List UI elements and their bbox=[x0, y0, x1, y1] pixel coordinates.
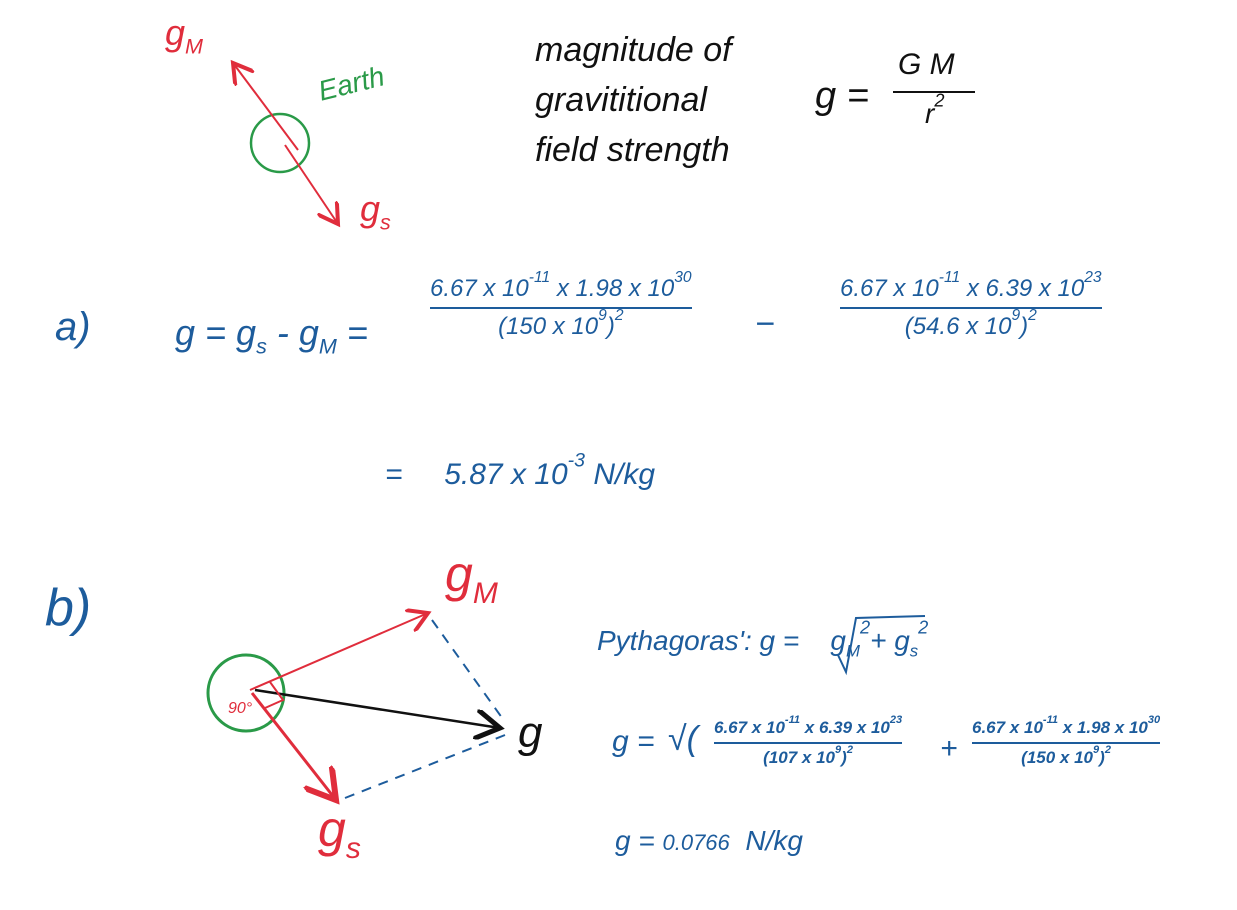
gm-arrow-top bbox=[233, 63, 299, 151]
part-a-result: = 5.87 x 10-3 N/kg bbox=[385, 449, 656, 491]
part-a-lhs: g = gs - gM = bbox=[175, 312, 368, 359]
gs-label-b: gs bbox=[318, 801, 361, 865]
part-b-fraction-1: 6.67 x 10-11 x 6.39 x 1023 (107 x 109)2 bbox=[714, 714, 903, 767]
heading: magnitude of gravititional field strengt… bbox=[535, 25, 732, 175]
part-a-fraction-2: 6.67 x 10-11 x 6.39 x 1023 (54.6 x 109)2 bbox=[840, 268, 1102, 340]
dashed-line-lower bbox=[344, 734, 506, 799]
gs-arrow-b bbox=[250, 692, 336, 800]
angle-label: 90° bbox=[228, 700, 253, 717]
gm-label-top: gM bbox=[165, 12, 204, 59]
sqrt-sign-1 bbox=[837, 615, 926, 676]
pythagoras-line: Pythagoras': g = gM2+ gs2 bbox=[597, 617, 929, 661]
formula-numerator: G M bbox=[898, 48, 955, 81]
part-a-label: a) bbox=[55, 305, 91, 349]
formula-lhs: g = bbox=[815, 75, 869, 117]
calc-plus: + bbox=[940, 732, 958, 765]
gm-label-b: gM bbox=[445, 546, 498, 610]
part-b-fraction-2: 6.67 x 10-11 x 1.98 x 1030 (150 x 109)2 bbox=[972, 714, 1161, 767]
dashed-line-upper bbox=[431, 619, 506, 723]
heading-line: gravititional bbox=[535, 81, 707, 119]
earth-circle-top bbox=[249, 112, 311, 174]
part-a-fraction-1: 6.67 x 10-11 x 1.98 x 1030 (150 x 109)2 bbox=[430, 268, 692, 340]
formula-denominator: r2 bbox=[925, 90, 945, 129]
part-a-minus: − bbox=[755, 305, 775, 343]
earth-circle-b bbox=[206, 653, 286, 733]
right-angle-mark bbox=[264, 681, 285, 709]
heading-line: field strength bbox=[535, 131, 730, 169]
calc-open: √( bbox=[668, 720, 698, 758]
gm-arrow-b bbox=[249, 613, 428, 691]
gs-label-top: gs bbox=[360, 188, 391, 235]
g-label-b: g bbox=[518, 708, 543, 757]
gs-arrow-top bbox=[284, 144, 338, 224]
part-b-result: g = 0.0766 N/kg bbox=[615, 825, 803, 856]
heading-line: magnitude of bbox=[535, 31, 732, 69]
g-resultant-arrow bbox=[254, 688, 500, 728]
calc-lhs: g = bbox=[612, 725, 655, 758]
part-b-label: b) bbox=[45, 579, 92, 637]
